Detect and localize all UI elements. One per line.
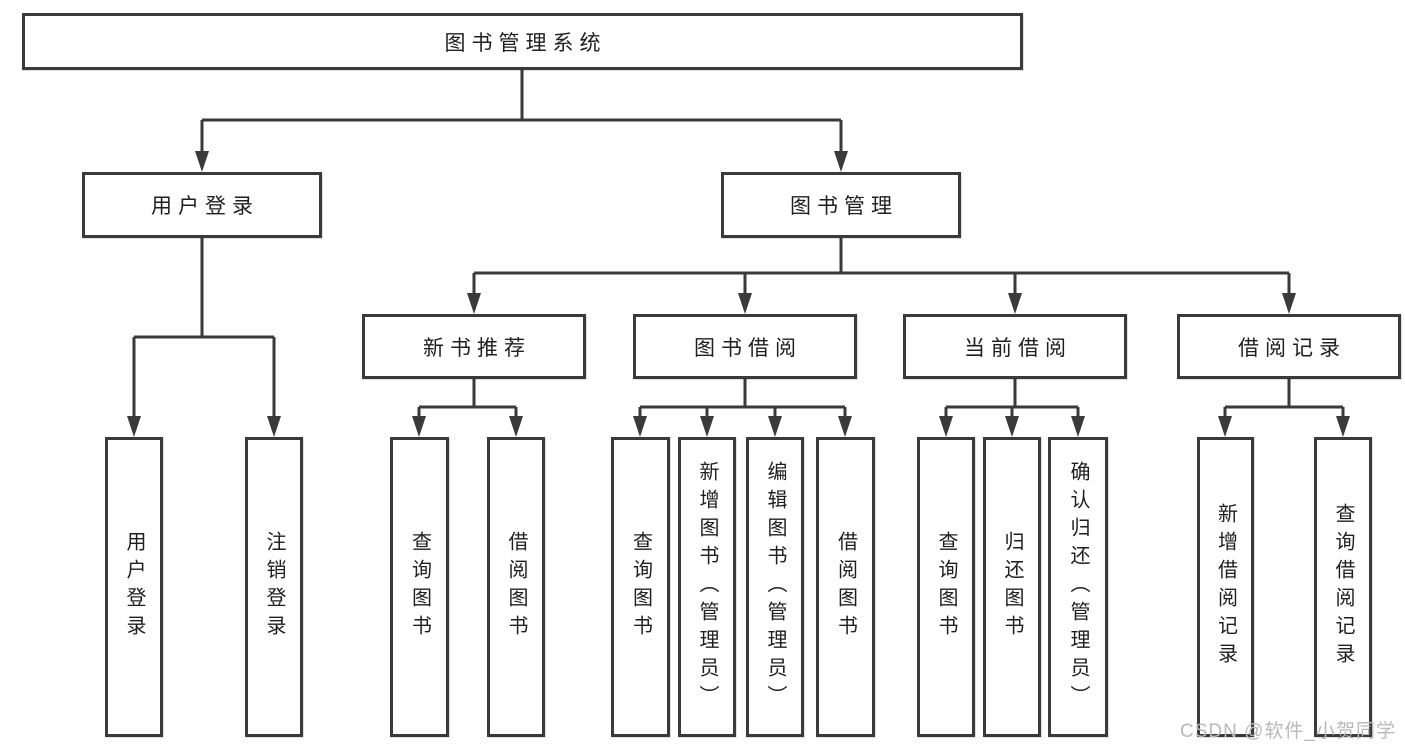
arrowhead-icon [700, 416, 714, 437]
arrowhead-icon [127, 416, 141, 437]
leaf-borrow-books-2: 借阅图书 [816, 437, 875, 737]
csdn-watermark: CSDN @软件_小贺同学 [1180, 721, 1396, 742]
leaf-return-books: 归还图书 [983, 437, 1041, 737]
node-label: 图书管理 [790, 195, 898, 218]
node-label: 编辑图书（管理员） [764, 461, 786, 713]
node-root-system: 图书管理系统 [22, 13, 1023, 70]
node-label: 查询图书 [935, 531, 957, 643]
arrowhead-icon [1071, 416, 1085, 437]
leaf-edit-books-admin: 编辑图书（管理员） [746, 437, 804, 737]
node-user-login: 用户登录 [82, 172, 322, 238]
node-label: 查询图书 [629, 531, 652, 643]
leaf-query-books-2: 查询图书 [611, 437, 670, 737]
node-borrow-records: 借阅记录 [1177, 314, 1401, 379]
arrowhead-icon [1282, 293, 1296, 314]
node-book-management: 图书管理 [721, 172, 961, 238]
node-label: 注销登录 [263, 531, 285, 643]
arrowhead-icon [267, 416, 281, 437]
arrowheads [127, 151, 1350, 437]
node-label: 图书借阅 [694, 336, 802, 360]
node-label: 借阅图书 [834, 531, 857, 643]
arrowhead-icon [467, 293, 481, 314]
arrowhead-icon [412, 416, 426, 437]
leaf-add-borrow-record: 新增借阅记录 [1197, 437, 1254, 737]
node-label: 归还图书 [1001, 531, 1023, 643]
arrowhead-icon [1005, 416, 1019, 437]
arrowhead-icon [1218, 416, 1232, 437]
node-label: 新增图书（管理员） [696, 461, 718, 713]
node-label: 借阅记录 [1238, 336, 1346, 360]
arrowhead-icon [509, 416, 523, 437]
arrowhead-icon [195, 151, 209, 172]
node-label: 用户登录 [123, 531, 145, 643]
node-label: 查询图书 [408, 531, 431, 643]
arrowhead-icon [738, 293, 752, 314]
leaf-borrow-books-1: 借阅图书 [487, 437, 545, 737]
node-new-book-recommend: 新书推荐 [362, 314, 586, 379]
arrowhead-icon [1008, 293, 1022, 314]
arrowhead-icon [834, 151, 848, 172]
arrowhead-icon [838, 416, 852, 437]
node-label: 当前借阅 [964, 336, 1072, 360]
leaf-user-login: 用户登录 [105, 437, 163, 737]
leaf-query-books-1: 查询图书 [390, 437, 449, 737]
arrowhead-icon [633, 416, 647, 437]
node-label: 新书推荐 [423, 336, 531, 360]
arrowhead-icon [1336, 416, 1350, 437]
leaf-query-borrow-record: 查询借阅记录 [1314, 437, 1372, 737]
node-book-borrowing: 图书借阅 [633, 314, 857, 379]
node-label: 查询借阅记录 [1332, 503, 1354, 671]
node-label: 借阅图书 [505, 531, 527, 643]
leaf-logout: 注销登录 [245, 437, 303, 737]
node-label: 新增借阅记录 [1214, 503, 1237, 671]
node-label: 确认归还（管理员） [1067, 461, 1089, 713]
leaf-query-books-3: 查询图书 [917, 437, 975, 737]
node-label: 用户登录 [151, 195, 259, 218]
leaf-add-books-admin: 新增图书（管理员） [678, 437, 736, 737]
node-current-borrowing: 当前借阅 [903, 314, 1127, 379]
leaf-confirm-return-admin: 确认归还（管理员） [1048, 437, 1108, 737]
arrowhead-icon [768, 416, 782, 437]
node-label: 图书管理系统 [444, 31, 607, 55]
arrowhead-icon [939, 416, 953, 437]
